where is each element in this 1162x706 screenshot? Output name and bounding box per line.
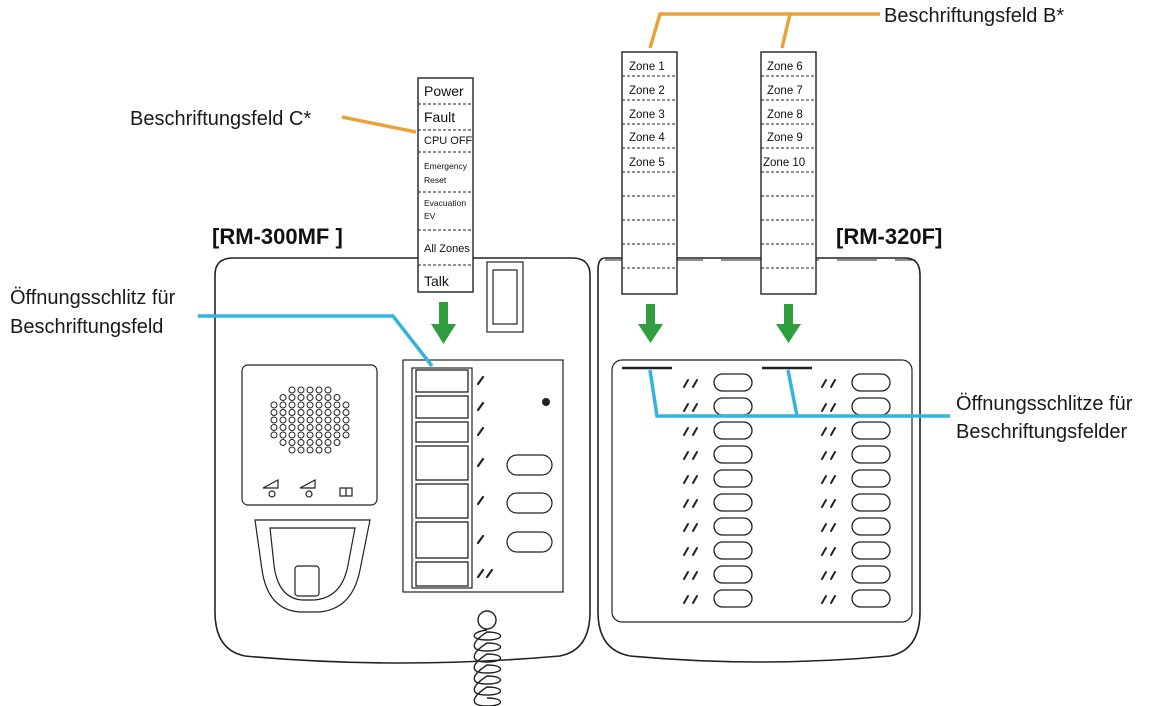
handset-cradle xyxy=(254,519,371,613)
label-strip-b-left: Zone 1 Zone 2 Zone 3 Zone 4 Zone 5 xyxy=(621,51,678,295)
function-key xyxy=(506,531,553,553)
function-key xyxy=(506,454,553,476)
label-strip-c: Power Fault CPU OFF Emergency Reset Evac… xyxy=(417,77,474,293)
strip-b-zone-5: Zone 5 xyxy=(629,157,665,169)
strip-c-emergency: Emergency xyxy=(424,161,468,171)
insert-arrow-b-left xyxy=(638,304,663,343)
slot-left-title-2: Beschriftungsfeld xyxy=(10,316,163,338)
strip-b-zone-8: Zone 8 xyxy=(767,109,803,121)
strip-b-zone-3: Zone 3 xyxy=(629,109,665,121)
strip-c-evacuation: Evacuation xyxy=(424,198,466,208)
strip-b-zone-9: Zone 9 xyxy=(767,132,803,144)
label-strip-b-right: Zone 6 Zone 7 Zone 8 Zone 9 Zone 10 xyxy=(760,51,817,295)
strip-c-cpu-off: CPU OFF xyxy=(424,135,473,147)
insert-arrow-b-right xyxy=(776,304,801,343)
rm-320f-unit xyxy=(597,257,921,663)
strip-b-zone-6: Zone 6 xyxy=(767,61,803,73)
volume-control-icons xyxy=(262,479,353,498)
coiled-cord xyxy=(473,610,502,706)
slot-right-title-1: Öffnungsschlitze für xyxy=(956,393,1133,415)
strip-b-zone-7: Zone 7 xyxy=(767,85,803,97)
key-column xyxy=(415,369,494,587)
callout-line-field-b xyxy=(648,12,880,49)
callout-line-slot-left xyxy=(198,314,434,368)
strip-c-ev: EV xyxy=(424,211,436,221)
strip-b-zone-2: Zone 2 xyxy=(629,85,665,97)
strip-c-reset: Reset xyxy=(424,175,447,185)
model-label-rm-300mf: [RM-300MF ] xyxy=(212,224,343,249)
status-led xyxy=(542,398,550,406)
top-tab xyxy=(486,261,524,333)
strip-b-zone-4: Zone 4 xyxy=(629,132,665,144)
strip-b-zone-1: Zone 1 xyxy=(629,61,665,73)
callout-line-slot-right xyxy=(648,369,950,418)
zone-key-panel xyxy=(611,359,913,623)
zone-key-columns xyxy=(683,373,891,608)
speaker-grille-icon xyxy=(270,386,350,454)
slot-left-title-1: Öffnungsschlitz für xyxy=(10,287,176,309)
label-field-c-title: Beschriftungsfeld C* xyxy=(130,108,311,130)
strip-c-talk: Talk xyxy=(424,273,450,289)
speaker-panel xyxy=(241,364,378,506)
rm-300mf-unit xyxy=(214,257,591,706)
strip-b-zone-10: Zone 10 xyxy=(763,157,805,169)
slot-right-title-2: Beschriftungsfelder xyxy=(956,421,1128,443)
function-key xyxy=(506,492,553,514)
model-label-rm-320f: [RM-320F] xyxy=(836,224,942,249)
label-field-b-title: Beschriftungsfeld B* xyxy=(884,5,1064,27)
strip-c-fault: Fault xyxy=(424,109,455,125)
insert-arrow-c xyxy=(431,302,456,344)
strip-c-all-zones: All Zones xyxy=(424,243,470,255)
strip-c-power: Power xyxy=(424,83,464,99)
callout-line-field-c xyxy=(341,115,417,134)
